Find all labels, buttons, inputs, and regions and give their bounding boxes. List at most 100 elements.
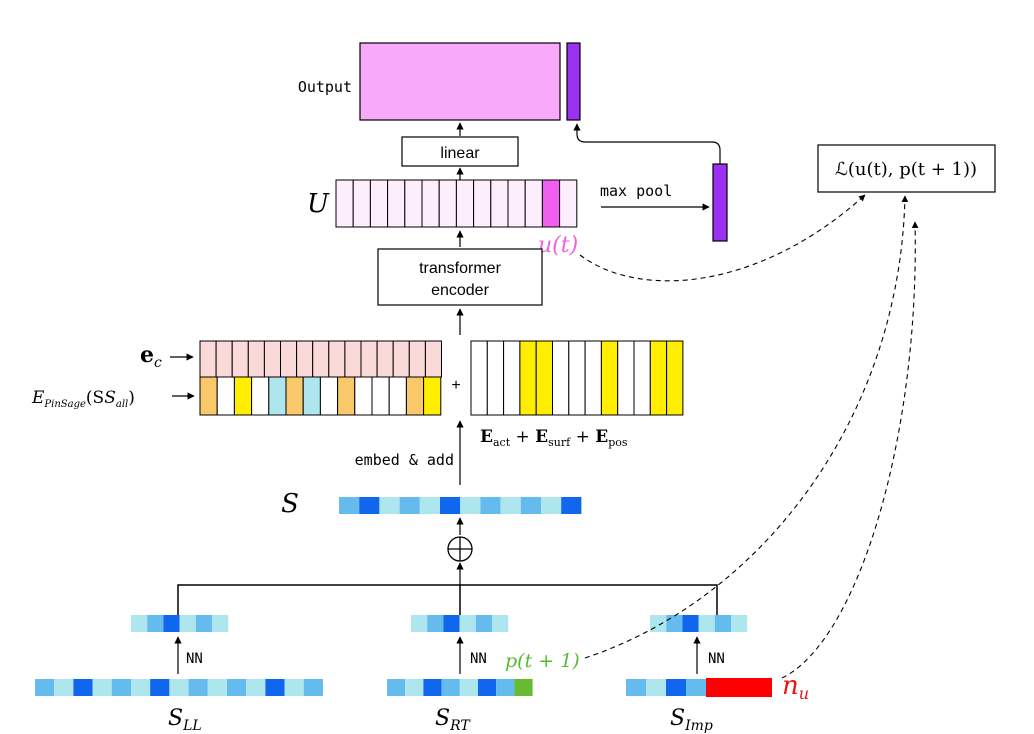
s-ll-row xyxy=(35,679,323,696)
nn-right-cell xyxy=(650,615,667,632)
pinsage-cell xyxy=(405,376,425,416)
loss-label: ℒ(u(t), p(t + 1)) xyxy=(835,159,977,180)
pinsage-cell xyxy=(337,376,356,416)
u-t-label: u(t) xyxy=(538,233,578,258)
nn-right-cell xyxy=(731,615,748,632)
output-label: Output xyxy=(298,78,352,96)
s-rt-cell xyxy=(405,679,424,696)
s-cell xyxy=(399,497,420,514)
pinsage-cell xyxy=(423,376,442,416)
s-imp-cell xyxy=(666,679,686,696)
e-sum-cell xyxy=(552,340,570,416)
s-rt-row xyxy=(387,679,533,696)
s-ll-cell xyxy=(169,679,189,696)
nn-mid-cell xyxy=(443,615,460,632)
u-cell xyxy=(335,179,354,228)
ec-cell xyxy=(312,340,330,378)
pinsage-cell xyxy=(285,376,304,416)
s-ll-cell xyxy=(284,679,304,696)
s-combined-row xyxy=(339,497,582,514)
max-pool-label: max pool xyxy=(600,182,672,200)
u-cell xyxy=(490,179,509,228)
nn-right-cell xyxy=(682,615,699,632)
plus-label: + xyxy=(451,377,460,394)
s-imp-row xyxy=(626,679,706,696)
ec-cell xyxy=(392,340,410,378)
nn-left-cell xyxy=(147,615,164,632)
ec-label: ec xyxy=(140,342,162,371)
u-label: U xyxy=(307,189,330,219)
nn-mid-cell xyxy=(427,615,444,632)
pinsage-cell xyxy=(319,376,339,416)
nn-right-row xyxy=(650,615,748,632)
s-cell xyxy=(339,497,360,514)
s-cell xyxy=(480,497,501,514)
e-sum-cell xyxy=(519,340,537,416)
s-rt-cell xyxy=(441,679,460,696)
transformer-label-line2: encoder xyxy=(431,282,489,299)
merge-lines xyxy=(177,584,718,615)
nn-mid-cell xyxy=(492,615,509,632)
ec-cell xyxy=(247,340,265,378)
u-cell xyxy=(455,179,475,228)
s-rt-cell xyxy=(514,679,533,696)
pinsage-label: EPinSage(SSSall) xyxy=(31,388,135,410)
s-imp-label: SImp xyxy=(670,706,713,734)
ec-cell xyxy=(344,340,362,378)
e-sum-cell xyxy=(535,340,554,416)
nn-mid-label: NN xyxy=(470,651,487,667)
u-cell xyxy=(352,179,371,228)
s-cell xyxy=(359,497,380,514)
transformer-label-line1: transformer xyxy=(419,260,501,277)
ec-cell xyxy=(215,340,233,378)
e-sum-row xyxy=(470,340,684,416)
s-imp-cell xyxy=(646,679,666,696)
dashed-p-to-loss xyxy=(584,195,909,659)
loss-box xyxy=(817,144,996,193)
s-ll-cell xyxy=(92,679,112,696)
s-rt-cell xyxy=(478,679,497,696)
s-ll-cell xyxy=(246,679,266,696)
nn-right-label: NN xyxy=(708,651,725,667)
s-ll-cell xyxy=(207,679,227,696)
s-ll-cell xyxy=(227,679,247,696)
s-ll-cell xyxy=(131,679,151,696)
e-sum-cell xyxy=(633,340,651,416)
u-cell xyxy=(369,179,389,228)
linear-box xyxy=(401,136,519,167)
pinsage-cell xyxy=(302,376,321,416)
ec-cell xyxy=(424,340,442,378)
e-sum-cell xyxy=(666,340,684,416)
s-ll-cell xyxy=(150,679,170,696)
nn-left-label: NN xyxy=(186,651,203,667)
negatives-block xyxy=(706,678,772,697)
s-cell xyxy=(440,497,461,514)
s-ll-cell xyxy=(265,679,285,696)
pinsage-row xyxy=(199,376,442,416)
s-imp-cell xyxy=(626,679,646,696)
nn-mid-cell xyxy=(459,615,476,632)
u-cell xyxy=(473,179,492,228)
max-pool-vector xyxy=(712,163,728,242)
u-cell xyxy=(421,179,440,228)
ec-cell xyxy=(280,340,298,378)
s-cell xyxy=(460,497,481,514)
nn-left-cell xyxy=(212,615,229,632)
u-cell xyxy=(404,179,423,228)
ec-cell xyxy=(328,340,346,378)
pinsage-cell xyxy=(251,376,270,416)
n-u-label: nu xyxy=(782,671,809,703)
pool-to-output-arrow xyxy=(573,123,721,164)
pinsage-cell xyxy=(388,376,407,416)
dashed-u-to-loss xyxy=(579,194,866,282)
nn-left-cell xyxy=(195,615,212,632)
s-cell xyxy=(500,497,521,514)
nn-right-cell xyxy=(714,615,731,632)
s-rt-cell xyxy=(496,679,515,696)
u-cell xyxy=(507,179,526,228)
e-sum-cell xyxy=(486,340,505,416)
s-rt-cell xyxy=(459,679,478,696)
ec-cell xyxy=(263,340,281,378)
s-ll-cell xyxy=(111,679,131,696)
s-rt-cell xyxy=(423,679,442,696)
